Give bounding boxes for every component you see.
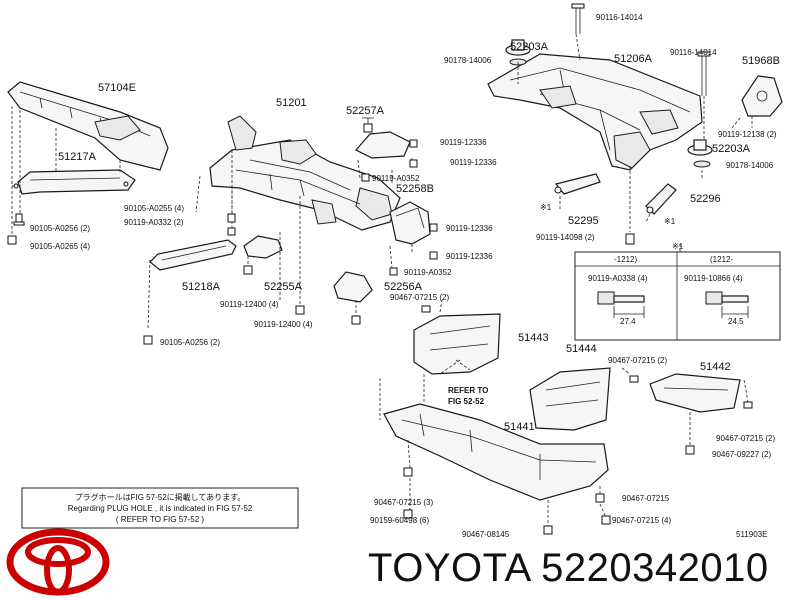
- label-52257a: 52257A: [346, 105, 385, 117]
- label-90119-a0352-a: 90119-A0352: [372, 174, 420, 183]
- label-90119-a0332: 90119-A0332 (2): [124, 218, 184, 227]
- label-90105-a0256-b: 90105-A0256 (2): [160, 338, 220, 347]
- diagram-code: 511903E: [736, 530, 767, 539]
- part-51206a-rear-subframe: [487, 53, 703, 171]
- label-90105-a0256-a: 90105-A0256 (2): [30, 224, 90, 233]
- label-90119-12400-b: 90119-12400 (4): [254, 320, 313, 329]
- label-90116-14014-a: 90116-14014: [596, 13, 643, 22]
- label-52256a: 52256A: [384, 281, 423, 293]
- inset-col2-dim: 24.5: [728, 317, 744, 326]
- label-90119-12336-a: 90119-12336: [440, 138, 487, 147]
- part-57104e-rail: [7, 81, 169, 171]
- part-51444-cover: [529, 367, 611, 431]
- label-51441: 51441: [504, 421, 535, 433]
- inset-col2-header: (1212-: [710, 255, 733, 264]
- label-90105-a0265: 90105-A0265 (4): [30, 242, 90, 251]
- label-52296: 52296: [690, 193, 721, 205]
- plug-hole-note: プラグホールはFIG 57-52に掲載してあります。 Regarding PLU…: [21, 487, 299, 529]
- part-52295-link: [554, 173, 601, 195]
- part-51217a-plate: [12, 169, 136, 195]
- part-51201-crossmember: [209, 115, 401, 231]
- label-90119-12336-c: 90119-12336: [446, 224, 493, 233]
- label-90178-14006-a: 90178-14006: [444, 56, 492, 65]
- inset-col1-dim: 27.4: [620, 317, 636, 326]
- bolt-size-inset: [574, 244, 781, 341]
- label-90467-07215-c: 90467-07215 (2): [716, 434, 775, 443]
- label-51218a: 51218A: [182, 281, 221, 293]
- part-52258b-bracket: [389, 201, 431, 245]
- label-90467-08145: 90467-08145: [462, 530, 510, 539]
- label-52295: 52295: [568, 215, 599, 227]
- part-52255a-bracket: [243, 235, 283, 259]
- part-52257a-bracket: [355, 117, 411, 159]
- label-90467-07215-a: 90467-07215 (2): [390, 293, 449, 302]
- note-line-2: Regarding PLUG HOLE , it is indicated in…: [68, 504, 253, 513]
- label-52203a-right: 52203A: [712, 143, 751, 155]
- label-90159-60498: 90159-60498 (6): [370, 516, 429, 525]
- part-52203a-right-bushing: [687, 139, 713, 168]
- label-52255a: 52255A: [264, 281, 303, 293]
- star-note-1a: ※1: [540, 203, 552, 212]
- label-90105-a0255: 90105-A0255 (4): [124, 204, 184, 213]
- bolts-under-covers: [403, 305, 753, 535]
- label-51968b: 51968B: [742, 55, 780, 67]
- note-line-3: ( REFER TO FIG 57-52 ): [116, 515, 205, 524]
- inset-col2-part: 90119-10866 (4): [684, 274, 743, 283]
- refer-label-line-1: REFER TO: [448, 386, 488, 395]
- inset-col1-header: -1212): [614, 255, 637, 264]
- label-90119-12400-a: 90119-12400 (4): [220, 300, 279, 309]
- part-51968b-bracket: [741, 75, 783, 117]
- label-90467-07215-f: 90467-07215 (3): [374, 498, 433, 507]
- label-90119-12336-b: 90119-12336: [450, 158, 497, 167]
- label-90178-14006-b: 90178-14006: [726, 161, 774, 170]
- label-52203a-top: 52203A: [510, 41, 549, 53]
- note-line-1: プラグホールはFIG 57-52に掲載してあります。: [75, 492, 246, 502]
- inset-bolt-a0338: [597, 291, 645, 318]
- part-51443-cover: [413, 313, 501, 375]
- part-52296-link: [645, 183, 677, 215]
- bolt-90105-a0265-left: [7, 235, 17, 245]
- label-51443: 51443: [518, 332, 549, 344]
- inset-col1-part: 90119-A0338 (4): [588, 274, 648, 283]
- label-57104e: 57104E: [98, 82, 136, 94]
- label-90119-12336-d: 90119-12336: [446, 252, 493, 261]
- label-90467-07215-b: 90467-07215 (2): [608, 356, 667, 365]
- inset-bolt-10866: [705, 291, 749, 318]
- part-52256a-bracket: [333, 271, 373, 303]
- label-51444: 51444: [566, 343, 597, 355]
- label-52258b: 52258B: [396, 183, 434, 195]
- label-90119-12138: 90119-12138 (2): [718, 130, 777, 139]
- bolts-front-crossmember: [143, 139, 438, 345]
- brand-part-number: TOYOTA 5220342010: [368, 546, 769, 590]
- part-51442-cover: [649, 373, 741, 413]
- bolt-90105-a0256-left: [13, 213, 25, 226]
- toyota-logo: [6, 528, 110, 596]
- label-90116-14014-b: 90116-14014: [670, 48, 717, 57]
- part-51218a-plate: [149, 239, 237, 271]
- label-90119-a0352-b: 90119-A0352: [404, 268, 452, 277]
- label-51217a: 51217A: [58, 151, 97, 163]
- inset-star: ※1: [672, 242, 684, 251]
- label-51442: 51442: [700, 361, 731, 373]
- label-51201: 51201: [276, 97, 307, 109]
- label-90467-07215-d: 90467-07215: [622, 494, 670, 503]
- part-51441-undercover: [383, 403, 609, 501]
- refer-label-line-2: FIG 52-52: [448, 397, 485, 406]
- label-90467-07215-e: 90467-07215 (4): [612, 516, 671, 525]
- star-note-1b: ※1: [664, 217, 676, 226]
- label-90119-14098: 90119-14098 (2): [536, 233, 595, 242]
- label-90467-09227: 90467-09227 (2): [712, 450, 771, 459]
- label-51206a: 51206A: [614, 53, 653, 65]
